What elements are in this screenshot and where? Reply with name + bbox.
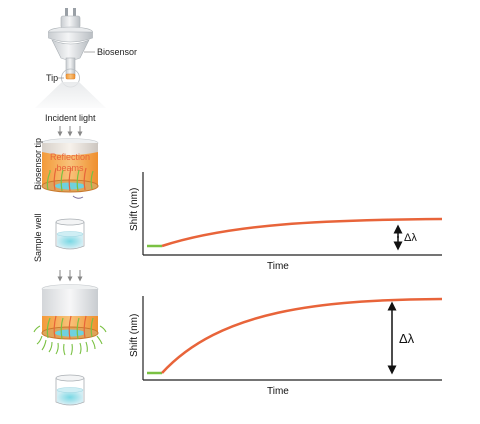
sample-well-2 [55, 374, 85, 406]
reflection-label-line1: Reflection [50, 152, 90, 162]
chart1-y-label: Shift (nm) [129, 188, 140, 231]
shift-chart-2: Shift (nm) Time Δλ [129, 296, 443, 397]
bound-molecules [33, 325, 107, 356]
chart2-delta-label: Δλ [399, 331, 415, 346]
biosensor-tip-side-label: Biosensor tip [33, 138, 43, 190]
incident-light-arrows-2 [57, 270, 83, 282]
reflection-label-line2: beams [56, 163, 84, 173]
incident-light-label: Incident light [45, 113, 96, 123]
shift-chart-1: Shift (nm) Time Δλ [129, 172, 443, 272]
chart2-binding-curve [161, 297, 443, 374]
chart2-x-label: Time [267, 386, 289, 397]
reflection-beams-1 [46, 167, 94, 199]
chart2-y-label: Shift (nm) [129, 314, 140, 357]
chart1-delta-label: Δλ [404, 232, 417, 244]
sample-well-1 [55, 218, 85, 250]
biosensor-label: Biosensor [97, 47, 137, 57]
tip-label: Tip [46, 73, 58, 83]
sample-well-side-label: Sample well [33, 213, 43, 262]
chart1-binding-curve [161, 217, 443, 248]
chart1-x-label: Time [267, 261, 289, 272]
incident-light-arrows [57, 126, 83, 137]
biosensor-tip-cylinder-2 [41, 284, 99, 340]
biosensor-device [35, 8, 106, 108]
reflection-beams-2 [46, 315, 94, 340]
